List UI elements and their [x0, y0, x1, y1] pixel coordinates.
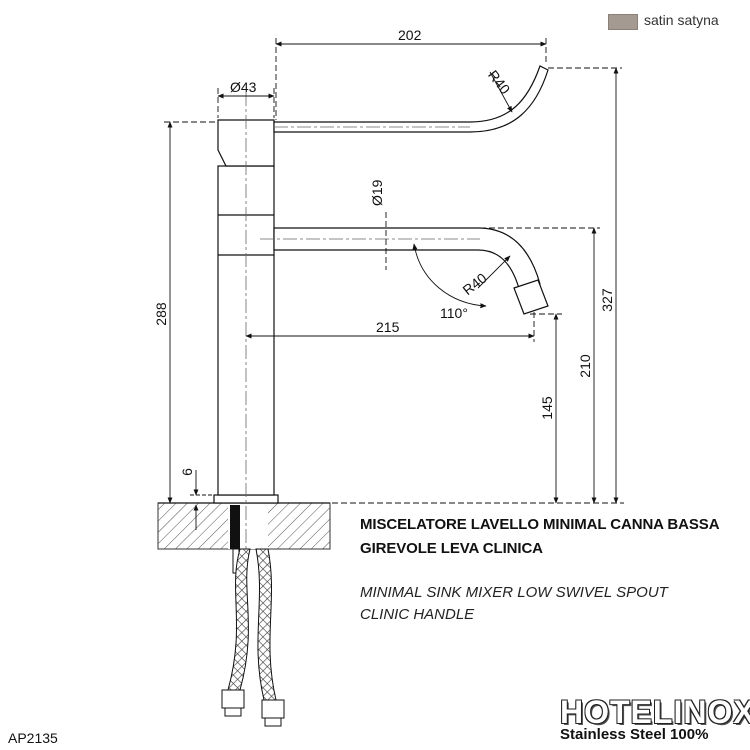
- dim-spout-diameter: Ø19: [369, 179, 385, 206]
- brand-logo: HOTELINOX: [560, 694, 750, 730]
- countertop: [157, 502, 331, 550]
- dim-lever-radius: R40: [485, 67, 514, 97]
- dim-spout-reach: 215: [376, 319, 400, 335]
- dim-lever-reach: 202: [398, 27, 422, 43]
- dim-spout-height: 210: [577, 354, 593, 378]
- dim-body-height: 288: [153, 302, 169, 326]
- dim-lever-radius-line: [489, 71, 513, 113]
- dim-spout-angle-arc: [412, 243, 487, 309]
- supply-hoses: [221, 548, 285, 727]
- dim-spout-radius: R40: [460, 270, 490, 299]
- title-italian-line2: GIREVOLE LEVA CLINICA: [360, 540, 543, 557]
- swivel-spout: [273, 227, 541, 293]
- dim-outlet-height: 145: [539, 396, 555, 420]
- clinic-lever: [273, 65, 549, 133]
- title-english-line2: CLINIC HANDLE: [360, 606, 475, 623]
- product-code: AP2135: [8, 730, 58, 746]
- title-english-line1: MINIMAL SINK MIXER LOW SWIVEL SPOUT: [360, 584, 668, 601]
- dim-body-diameter: Ø43: [230, 79, 257, 95]
- dim-base-thickness: 6: [179, 468, 195, 476]
- dim-total-height: 327: [599, 288, 615, 312]
- dim-spout-angle: 110°: [440, 305, 468, 321]
- brand-tagline: Stainless Steel 100%: [560, 726, 709, 743]
- spout-aerator: [513, 279, 549, 315]
- finish-swatch: [608, 14, 638, 30]
- finish-label: satin satyna: [644, 12, 719, 28]
- title-italian-line1: MISCELATORE LAVELLO MINIMAL CANNA BASSA: [360, 516, 720, 533]
